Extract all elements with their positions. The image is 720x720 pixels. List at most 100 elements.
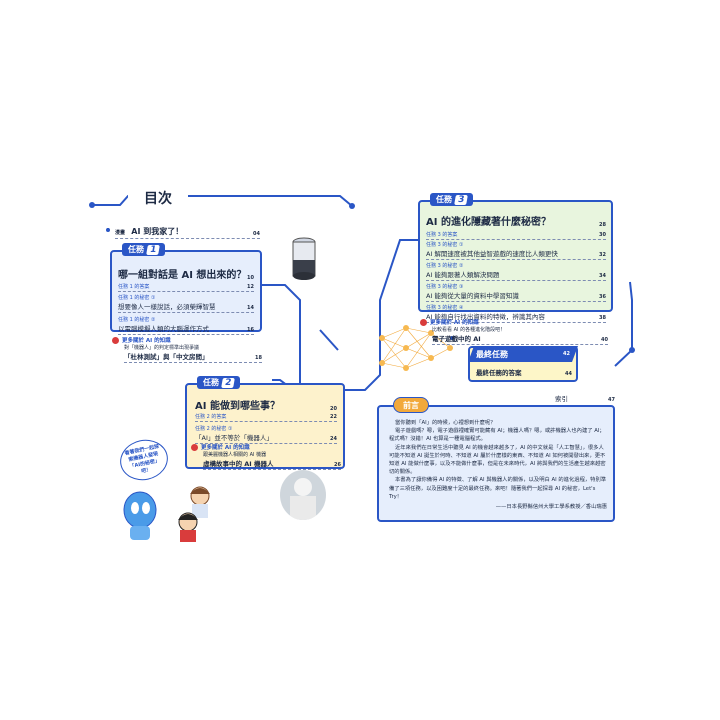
mission1-badge-label: 任務 (128, 245, 144, 254)
preface-title: 前言 (403, 400, 419, 410)
secret-page: 14 (247, 305, 254, 311)
preface-paragraph: 本書為了讓你備得 AI 的特徵、了解 AI 與機器人的關係，以及明白 AI 的進… (389, 477, 607, 500)
mission1-secret-row[interactable]: 任務 1 的秘密 ② 以電腦模擬人類的大腦運作方式 16 (118, 316, 254, 335)
index-page: 47 (608, 397, 615, 403)
secret-title: AI 能夠從大量的資料中學習知識 (426, 292, 519, 300)
mission1-more[interactable]: 更多關於 AI 的知識 對「機器人」的判定標準出現爭議 「杜林測試」與「中文房間… (112, 336, 262, 363)
info-icon (191, 444, 198, 451)
intro-title: AI 到我家了！ (131, 227, 184, 236)
secret-page: 16 (247, 327, 254, 333)
mission3-badge: 任務 3 (430, 193, 474, 206)
mission2-secret-row[interactable]: 任務 2 的秘密 ① 「AI」並不等於「機器人」 24 (195, 425, 337, 444)
mission2-more[interactable]: 更多關於 AI 的知識 跟美麗機器人相關的 AI 機器 虛構故事中的 AI 機器… (191, 443, 341, 470)
more-page: 26 (334, 462, 341, 468)
mission2-badge-label: 任務 (203, 378, 219, 387)
final-mission-title: 最終任務 (476, 349, 508, 359)
mission3-secret-row[interactable]: 任務 3 的秘密 ② AI 能夠跟著人類解決問題 34 (426, 262, 606, 281)
mission2-answer: 任務 2 的答案 (195, 414, 227, 420)
preface-box: 前言 當你聽到「AI」的時候，心裡想到什麼呢？ 電子遊戲嗎？嗯，電子遊戲裡確實可… (377, 397, 615, 522)
preface-paragraph: 近年來我們在日常生活中聽見 AI 的機會越來越多了，AI 的中文就是「人工智慧」… (389, 444, 606, 476)
secret-page: 34 (599, 273, 606, 279)
mission3-box: 任務 3 AI 的進化隱藏著什麼秘密？ 28 任務 3 的答案 30 任務 3 … (418, 193, 613, 323)
mission3-secret-row[interactable]: 任務 3 的秘密 ③ AI 能夠從大量的資料中學習知識 36 (426, 283, 606, 302)
mission2-badge: 任務 2 (197, 376, 241, 389)
more-label: 更多關於 AI 的知識 (122, 338, 171, 344)
contents-title: 目次 (144, 191, 172, 207)
info-icon (112, 337, 119, 344)
mission3-secret-row[interactable]: 任務 3 的秘密 ① AI 解開速度被其他益智遊戲的速度比人類更快 32 (426, 241, 606, 260)
final-answer-row[interactable]: 最終任務的答案 44 (476, 367, 572, 378)
mission2-title: AI 能做到哪些事？ (195, 401, 280, 412)
final-answer: 最終任務的答案 (476, 369, 522, 377)
more-title: 電子遊戲中的 AI (432, 335, 481, 343)
secret-title: AI 能夠跟著人類解決問題 (426, 271, 500, 279)
secret-page: 38 (599, 315, 606, 321)
preface-body: 當你聽到「AI」的時候，心裡想到什麼呢？ 電子遊戲嗎？嗯，電子遊戲裡確實可能藏有… (389, 419, 607, 511)
final-answer-page: 44 (565, 371, 572, 377)
secret-sub: 任務 1 的秘密 ② (118, 317, 156, 323)
final-mission-row[interactable]: 最終任務 42 (468, 346, 578, 362)
info-icon (420, 319, 427, 326)
preface-paragraph: 電子遊戲嗎？嗯，電子遊戲裡確實可能藏有 AI；機器人嗎？嗯，或許機器人也內建了 … (389, 428, 605, 443)
mission2-title-row[interactable]: AI 能做到哪些事？ 20 (195, 397, 337, 413)
final-mission-page: 42 (563, 351, 570, 357)
more-page: 18 (255, 355, 262, 361)
more-desc: 跟美麗機器人相關的 AI 機器 (203, 452, 267, 458)
secret-title: AI 能夠自行找出資料的特徵，辨識其內容 (426, 313, 545, 321)
robot-photo (280, 470, 326, 520)
mission2-number: 2 (221, 377, 236, 388)
mission3-secrets: 任務 3 的秘密 ① AI 解開速度被其他益智遊戲的速度比人類更快 32 任務 … (426, 241, 606, 323)
mission3-badge-label: 任務 (436, 195, 452, 204)
final-mission-box: 最終任務 42 最終任務的答案 44 (468, 346, 578, 382)
mission1-secrets: 任務 1 的秘密 ① 想要像人一樣說話，必須榮輝智慧 14 任務 1 的秘密 ②… (118, 294, 254, 335)
mission3-answer-page: 30 (599, 232, 606, 238)
secret-sub: 任務 1 的秘密 ① (118, 295, 156, 301)
mission3-secret-row[interactable]: 任務 3 的秘密 ④ AI 能夠自行找出資料的特徵，辨識其內容 38 (426, 304, 606, 323)
secret-page: 24 (330, 436, 337, 442)
mission1-number: 1 (146, 244, 161, 255)
mission1-answer-page: 12 (247, 284, 254, 290)
intro-row[interactable]: 漫畫 AI 到我家了！ 04 (115, 226, 260, 239)
characters-illustration (123, 486, 210, 542)
mission3-page: 28 (599, 222, 606, 228)
mission1-title: 哪一組對話是 AI 想出來的？ (118, 270, 247, 281)
secret-sub: 任務 3 的秘密 ④ (426, 305, 464, 311)
mission1-title-row[interactable]: 哪一組對話是 AI 想出來的？ 10 (118, 266, 254, 282)
mission3-title-row[interactable]: AI 的進化隱藏著什麼秘密？ 28 (426, 213, 606, 229)
more-title: 虛構故事中的 AI 機器人 (203, 460, 274, 468)
preface-badge: 前言 (393, 397, 429, 413)
intro-page: 04 (253, 231, 260, 237)
neural-network-illustration (379, 325, 453, 371)
index-row[interactable]: 索引 47 (555, 393, 615, 404)
more-label: 更多關於 AI 的知識 (430, 320, 479, 326)
speech-text: 看著我們一起探索機器人發現「AI的秘密」吧！ (124, 443, 161, 475)
preface-signature: ——日本長野縣信州大學工學系教授／香山瑞惠 (495, 504, 607, 511)
secret-page: 36 (599, 294, 606, 300)
secret-title: AI 解開速度被其他益智遊戲的速度比人類更快 (426, 250, 558, 258)
mission1-box: 任務 1 哪一組對話是 AI 想出來的？ 10 任務 1 的答案 12 任務 1… (110, 243, 262, 335)
more-desc: 對「機器人」的判定標準出現爭議 (124, 345, 200, 351)
secret-page: 32 (599, 252, 606, 258)
more-page: 40 (601, 337, 608, 343)
mission1-answer-row[interactable]: 任務 1 的答案 12 (118, 283, 254, 292)
secret-sub: 任務 2 的秘密 ① (195, 426, 233, 432)
more-label: 更多關於 AI 的知識 (201, 445, 250, 451)
secret-title: 「AI」並不等於「機器人」 (195, 434, 273, 442)
index-label: 索引 (555, 395, 568, 403)
mission3-more[interactable]: 更多關於 AI 的知識 比較看看 AI 的各種進化階段吧！ 電子遊戲中的 AI … (420, 318, 610, 345)
intro-label: 漫畫 (115, 230, 126, 236)
secret-title: 以電腦模擬人類的大腦運作方式 (118, 325, 209, 333)
secret-sub: 任務 3 的秘密 ① (426, 242, 464, 248)
more-title: 「杜林測試」與「中文房間」 (124, 353, 209, 361)
mission3-answer-row[interactable]: 任務 3 的答案 30 (426, 231, 606, 240)
mission2-answer-row[interactable]: 任務 2 的答案 22 (195, 413, 337, 422)
mission1-badge: 任務 1 (122, 243, 166, 256)
secret-sub: 任務 3 的秘密 ③ (426, 284, 464, 290)
preface-paragraph: 當你聽到「AI」的時候，心裡想到什麼呢？ (395, 420, 496, 426)
mission3-number: 3 (454, 194, 469, 205)
mission2-page: 20 (330, 406, 337, 412)
mission1-secret-row[interactable]: 任務 1 的秘密 ① 想要像人一樣說話，必須榮輝智慧 14 (118, 294, 254, 313)
mission3-title: AI 的進化隱藏著什麼秘密？ (426, 217, 551, 228)
secret-sub: 任務 3 的秘密 ② (426, 263, 464, 269)
more-desc: 比較看看 AI 的各種進化階段吧！ (432, 327, 506, 333)
